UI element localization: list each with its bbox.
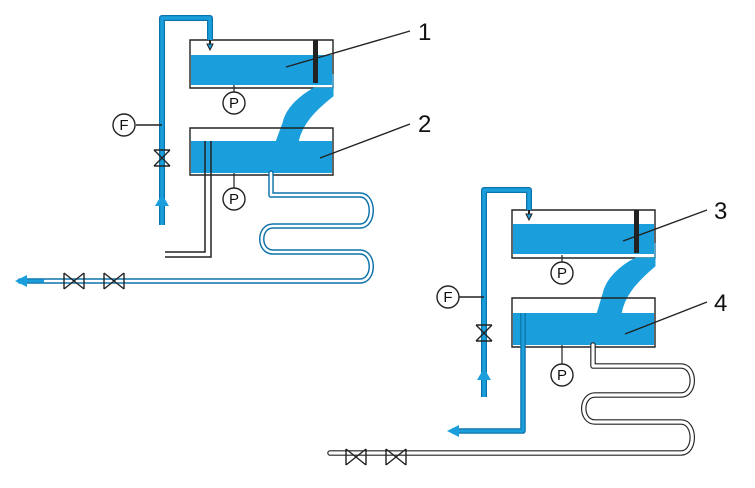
upper-inlet-pipe-core (160, 16, 212, 225)
upper-return-pipe (165, 141, 206, 253)
callout-line-4 (624, 301, 708, 335)
lower-nozzle-tip (525, 213, 533, 222)
lower-serpentine-pipe-inner (328, 343, 694, 455)
lower-outlet-valve-2 (385, 448, 407, 466)
upper-lower-tank-water (191, 141, 332, 173)
lower-outlet-arrow-head (447, 425, 459, 437)
upper-outlet-valve-1 (63, 272, 85, 290)
upper-system: F P P 1 2 (15, 15, 431, 290)
upper-valve (153, 149, 171, 167)
upper-top-pressure-label: P (229, 95, 239, 112)
lower-top-pressure-gauge (550, 261, 574, 285)
upper-inlet-pipe (159, 15, 213, 225)
lower-flow-meter-label: F (443, 289, 452, 306)
upper-flow-meter (112, 113, 136, 137)
upper-outlet-arrow-head (15, 275, 27, 287)
upper-serpentine-pipe-inner (18, 171, 373, 283)
lower-bottom-pressure-label: P (557, 367, 567, 384)
upper-bottom-pressure-label: P (229, 191, 239, 208)
lower-outlet-pipe-core (452, 313, 525, 433)
upper-top-pressure-gauge (222, 91, 246, 115)
upper-return-pipe-inner (165, 141, 212, 258)
callout-4: 4 (714, 290, 727, 317)
lower-bottom-pressure-gauge (550, 363, 574, 387)
lower-connecting-flow (596, 243, 656, 315)
lower-valve (475, 324, 493, 342)
lower-system: F P P 3 4 (327, 187, 727, 466)
upper-inlet-arrow-head (155, 194, 169, 206)
lower-lower-tank-outline (511, 297, 656, 348)
callout-2: 2 (418, 111, 431, 138)
lower-outlet-valve-1 (345, 448, 367, 466)
callout-3: 3 (714, 198, 727, 225)
upper-nozzle-tip (206, 43, 214, 52)
lower-top-pressure-label: P (557, 265, 567, 282)
upper-bottom-pressure-gauge (222, 187, 246, 211)
upper-lower-tank-outline (189, 127, 334, 176)
callout-line-2 (319, 123, 411, 159)
callout-line-3 (622, 209, 708, 242)
callout-line-1 (285, 30, 411, 68)
lower-serpentine-pipe (327, 342, 695, 456)
lower-top-tank-water (513, 224, 654, 254)
callout-1: 1 (418, 19, 431, 46)
upper-top-baffle (313, 40, 318, 83)
lower-top-baffle (634, 210, 639, 253)
lower-flow-meter (436, 285, 460, 309)
lower-lower-tank-water (513, 313, 654, 345)
upper-flow-meter-label: F (119, 117, 128, 134)
lower-inlet-pipe-core (482, 188, 531, 397)
upper-connecting-flow (275, 74, 334, 143)
lower-inlet-arrow-head (477, 368, 491, 380)
upper-outlet-valve-2 (103, 272, 125, 290)
